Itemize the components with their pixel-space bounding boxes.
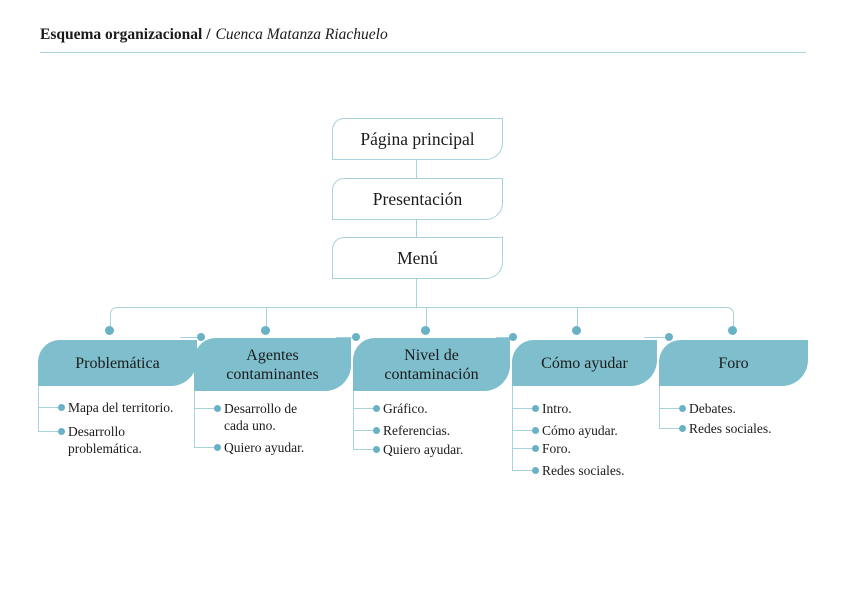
flow-box-presentacion: Presentación (332, 178, 503, 220)
flow-box-menu: Menú (332, 237, 503, 279)
bullet-bracket-nivel (353, 391, 354, 450)
bullet-stub (512, 470, 536, 471)
branch-dot-3 (421, 326, 430, 335)
bullet-text: Referencias. (383, 423, 451, 438)
bullet-text: Redes sociales. (689, 421, 772, 436)
bullet-dot (679, 425, 686, 432)
page-title: Esquema organizacional /Cuenca Matanza R… (40, 26, 388, 44)
bullet-dot (679, 405, 686, 412)
branch-line (110, 307, 734, 331)
bullet-stub (659, 408, 683, 409)
page-title-italic: Cuenca Matanza Riachuelo (215, 26, 388, 43)
flow-box-label: Página principal (360, 128, 475, 149)
connector-menu-branch (416, 277, 417, 308)
bullet-text: Desarrollo de cada uno. (224, 401, 298, 433)
bullet-stub (353, 430, 377, 431)
bullet-stub (194, 408, 218, 409)
branch-stub-4 (577, 308, 578, 330)
bullet-text: Redes sociales. (542, 463, 625, 478)
bullet-text: Intro. (542, 401, 572, 416)
bridge-dot-1 (197, 333, 205, 341)
node-foro: Foro (659, 340, 808, 386)
bullet-text: Gráfico. (383, 401, 428, 416)
flow-box-pagina-principal: Página principal (332, 118, 503, 160)
bullet-dot (532, 405, 539, 412)
page-title-bold: Esquema organizacional / (40, 26, 211, 43)
bullet-stub (353, 449, 377, 450)
bridge-line-2 (336, 337, 356, 338)
node-label: Nivel de contaminación (384, 346, 479, 383)
bullet-stub (659, 428, 683, 429)
bullet-dot (58, 404, 65, 411)
bullet-bracket-foro (659, 386, 660, 429)
node-label: Foro (718, 354, 749, 372)
branch-dot-1 (105, 326, 114, 335)
bullet-text: Quiero ayudar. (224, 440, 305, 455)
branch-dot-2 (261, 326, 270, 335)
flow-box-label: Presentación (372, 188, 463, 209)
bullet-stub (38, 431, 62, 432)
bullet-dot (58, 428, 65, 435)
bullet-stub (512, 430, 536, 431)
node-como-ayudar: Cómo ayudar (512, 340, 657, 386)
bullet-text: Mapa del territorio. (68, 400, 174, 415)
bullet-dot (214, 405, 221, 412)
bridge-line-3 (496, 337, 513, 338)
bullet-stub (194, 447, 218, 448)
bridge-dot-3 (509, 333, 517, 341)
bullet-bracket-como-ayudar (512, 386, 513, 471)
node-nivel-de-contaminacion: Nivel de contaminación (353, 338, 510, 391)
bullet-dot (373, 427, 380, 434)
bullet-text: Foro. (542, 441, 571, 456)
bullet-dot (373, 446, 380, 453)
bridge-dot-4 (665, 333, 673, 341)
node-label: Problemática (75, 354, 160, 372)
bullet-stub (38, 407, 62, 408)
branch-dot-5 (728, 326, 737, 335)
bullet-dot (532, 467, 539, 474)
header-rule (40, 52, 806, 53)
bullet-dot (532, 427, 539, 434)
bullet-stub (512, 408, 536, 409)
branch-dot-4 (572, 326, 581, 335)
bullet-stub (353, 408, 377, 409)
bullet-text: Cómo ayudar. (542, 423, 618, 438)
node-label: Cómo ayudar (541, 354, 628, 372)
bullet-text: Quiero ayudar. (383, 442, 464, 457)
bridge-line-4 (644, 337, 669, 338)
node-label: Agentes contaminantes (226, 346, 319, 383)
branch-stub-2 (266, 308, 267, 330)
bullet-text: Debates. (689, 401, 736, 416)
bullet-dot (373, 405, 380, 412)
node-agentes-contaminantes: Agentes contaminantes (194, 338, 351, 391)
branch-stub-3 (426, 308, 427, 330)
bullet-text: Desarrollo problemática. (68, 424, 142, 456)
bullet-dot (214, 444, 221, 451)
connector-flow-1-2 (416, 158, 417, 178)
bridge-dot-2 (352, 333, 360, 341)
bullet-bracket-agentes (194, 391, 195, 448)
bridge-line-1 (180, 337, 202, 338)
bullet-dot (532, 445, 539, 452)
connector-flow-2-3 (416, 218, 417, 237)
bullet-bracket-problematica (38, 386, 39, 432)
bullet-stub (512, 448, 536, 449)
flow-box-label: Menú (397, 247, 438, 268)
node-problematica: Problemática (38, 340, 197, 386)
